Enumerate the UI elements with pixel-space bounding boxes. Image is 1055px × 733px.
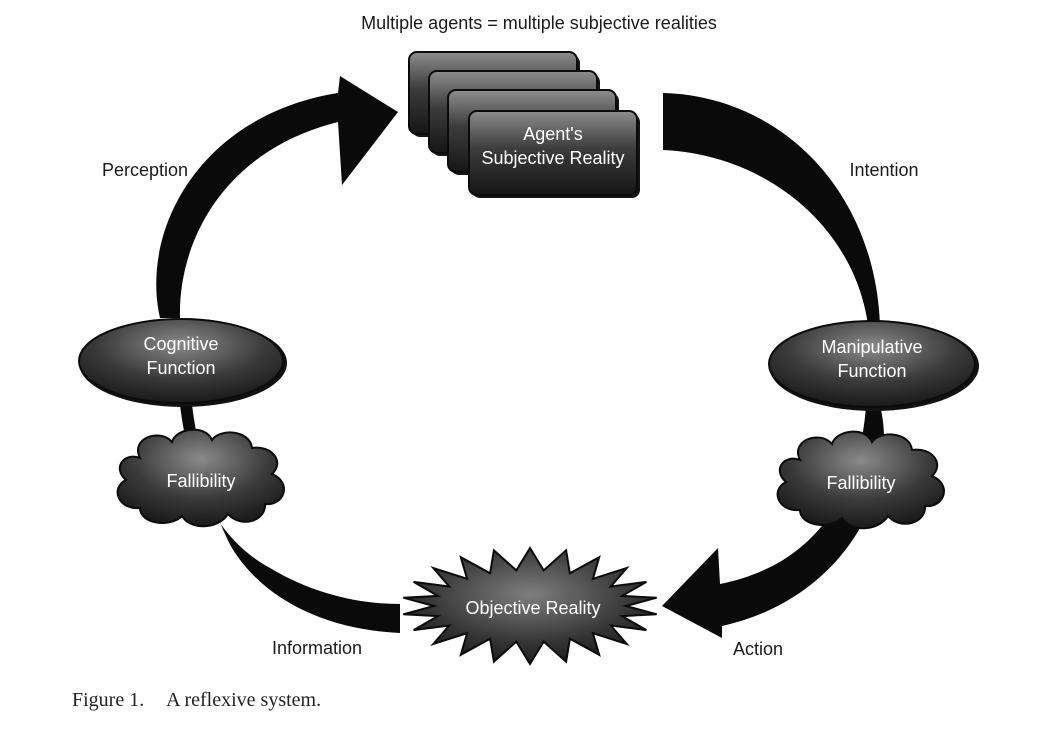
diagram-header: Multiple agents = multiple subjective re… [361, 13, 717, 33]
label-line: Agent's [523, 124, 582, 144]
fallibility-right-label: Fallibility [826, 473, 895, 493]
action-label: Action [733, 639, 783, 659]
label-line: Cognitive [143, 334, 218, 354]
label-line: Function [146, 358, 215, 378]
arrow-perception [156, 76, 398, 318]
fallibility-cloud-left: Fallibility [116, 428, 285, 528]
label-line: Function [837, 361, 906, 381]
figure-caption: Figure 1. A reflexive system. [72, 689, 321, 711]
fallibility-cloud-right: Fallibility [776, 430, 945, 530]
label-line: Subjective Reality [481, 148, 624, 168]
objective-reality-node: Objective Reality [403, 546, 657, 666]
information-label: Information [272, 638, 362, 658]
fallibility-left-label: Fallibility [166, 471, 235, 491]
arrow-action [662, 405, 885, 638]
perception-label: Perception [102, 160, 188, 180]
figure-caption-number: Figure 1. [72, 689, 144, 711]
intention-label: Intention [849, 160, 918, 180]
figure-caption-text: A reflexive system. [166, 689, 321, 711]
label-line: Manipulative [821, 337, 922, 357]
arrow-intention [663, 93, 880, 325]
arrow-information [180, 405, 400, 633]
objective-reality-label: Objective Reality [465, 598, 600, 618]
